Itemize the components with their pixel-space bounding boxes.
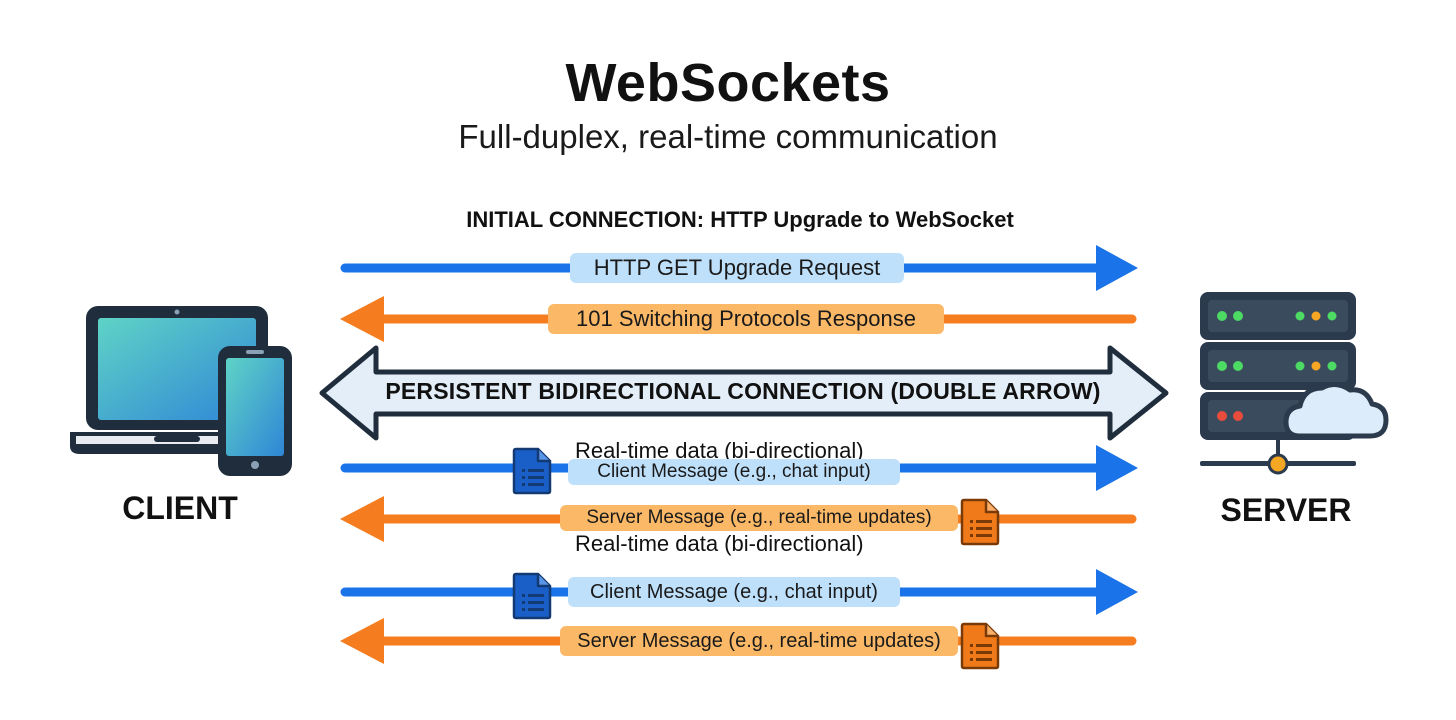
response-label: 101 Switching Protocols Response xyxy=(548,304,944,334)
server-message-label-1: Server Message (e.g., real-time updates) xyxy=(560,505,958,531)
client-message-label-1: Client Message (e.g., chat input) xyxy=(568,459,900,485)
request-label: HTTP GET Upgrade Request xyxy=(570,253,904,283)
realtime-caption-1: Real-time data (bi-directional) xyxy=(575,438,864,463)
laptop-phone-icon xyxy=(70,306,292,476)
server-cloud-icon xyxy=(1200,292,1389,475)
realtime-caption-2: Real-time data (bi-directional) xyxy=(575,531,864,556)
page-title: WebSockets xyxy=(565,53,891,113)
server-label: SERVER xyxy=(1220,492,1352,528)
server-document-icon xyxy=(960,622,1000,670)
client-message-label-2: Client Message (e.g., chat input) xyxy=(568,577,900,607)
page-subtitle: Full-duplex, real-time communication xyxy=(458,118,998,155)
server-document-icon xyxy=(960,498,1000,546)
section-label: INITIAL CONNECTION: HTTP Upgrade to WebS… xyxy=(466,207,1014,232)
client-label: CLIENT xyxy=(122,490,238,526)
client-document-icon xyxy=(512,572,552,620)
client-document-icon xyxy=(512,447,552,495)
server-message-label-2: Server Message (e.g., real-time updates) xyxy=(560,626,958,656)
persistent-connection-label: PERSISTENT BIDIRECTIONAL CONNECTION (DOU… xyxy=(385,378,1101,404)
